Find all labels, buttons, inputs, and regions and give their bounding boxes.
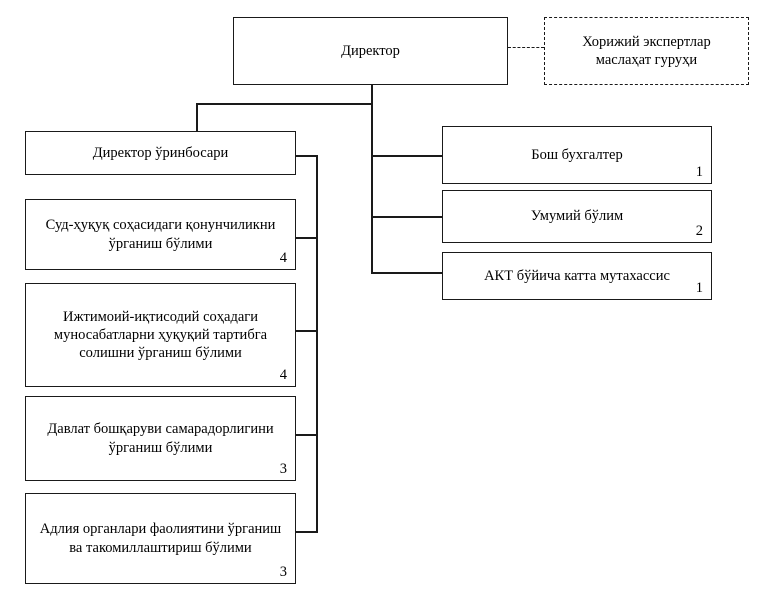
node-dept-socioeconomic-label: Ижтимоий-иқтисодий соҳадаги муносабатлар… — [53, 308, 268, 362]
node-dept-law-count: 4 — [279, 250, 287, 266]
node-dept-governance-count: 3 — [279, 461, 287, 477]
node-dept-socioeconomic[interactable]: Ижтимоий-иқтисодий соҳадаги муносабатлар… — [25, 283, 296, 387]
node-advisory-group[interactable]: Хорижий экспертлар маслаҳат гуруҳи — [544, 17, 749, 85]
node-director[interactable]: Директор — [233, 17, 508, 85]
connector-branch-dept-socioeconomic — [296, 330, 318, 332]
node-dept-justice-count: 3 — [279, 564, 287, 580]
connector-left-trunk — [316, 155, 318, 532]
node-advisory-group-label: Хорижий экспертлар маслаҳат гуруҳи — [582, 33, 711, 68]
node-deputy-director-label: Директор ўринбосари — [92, 144, 229, 161]
connector-branch-dept-justice — [296, 531, 318, 533]
connector-branch-dept-law — [296, 237, 318, 239]
node-deputy-director[interactable]: Директор ўринбосари — [25, 131, 296, 175]
connector-right-trunk — [371, 103, 373, 273]
node-dept-law[interactable]: Суд-ҳуқуқ соҳасидаги қонунчиликни ўргани… — [25, 199, 296, 270]
connector-main-bus — [196, 103, 373, 105]
node-general-dept-count: 2 — [695, 223, 703, 239]
node-director-label: Директор — [341, 42, 400, 59]
connector-director-stem — [371, 85, 373, 104]
connector-deputy-riser — [196, 103, 198, 133]
connector-director-advisory — [508, 47, 544, 48]
node-dept-governance[interactable]: Давлат бошқаруви самарадорлигини ўрганиш… — [25, 396, 296, 481]
connector-branch-chief-accountant — [371, 155, 443, 157]
node-ict-specialist-count: 1 — [695, 280, 703, 296]
node-dept-justice-label: Адлия органлари фаолиятини ўрганиш ва та… — [39, 521, 282, 556]
node-ict-specialist-label: АКТ бўйича катта мутахассис — [484, 267, 670, 284]
connector-branch-dept-governance — [296, 434, 318, 436]
connector-branch-ict — [371, 272, 443, 274]
connector-deputy-stub — [296, 155, 318, 157]
node-dept-law-label: Суд-ҳуқуқ соҳасидаги қонунчиликни ўргани… — [45, 217, 276, 252]
connector-branch-general-dept — [371, 216, 443, 218]
node-general-dept-label: Умумий бўлим — [530, 208, 624, 225]
node-dept-justice[interactable]: Адлия органлари фаолиятини ўрганиш ва та… — [25, 493, 296, 584]
node-chief-accountant[interactable]: Бош бухгалтер 1 — [442, 126, 712, 184]
node-dept-socioeconomic-count: 4 — [279, 367, 287, 383]
node-general-dept[interactable]: Умумий бўлим 2 — [442, 190, 712, 243]
node-chief-accountant-count: 1 — [695, 164, 703, 180]
node-ict-specialist[interactable]: АКТ бўйича катта мутахассис 1 — [442, 252, 712, 300]
node-dept-governance-label: Давлат бошқаруви самарадорлигини ўрганиш… — [47, 421, 274, 456]
node-chief-accountant-label: Бош бухгалтер — [531, 146, 623, 163]
